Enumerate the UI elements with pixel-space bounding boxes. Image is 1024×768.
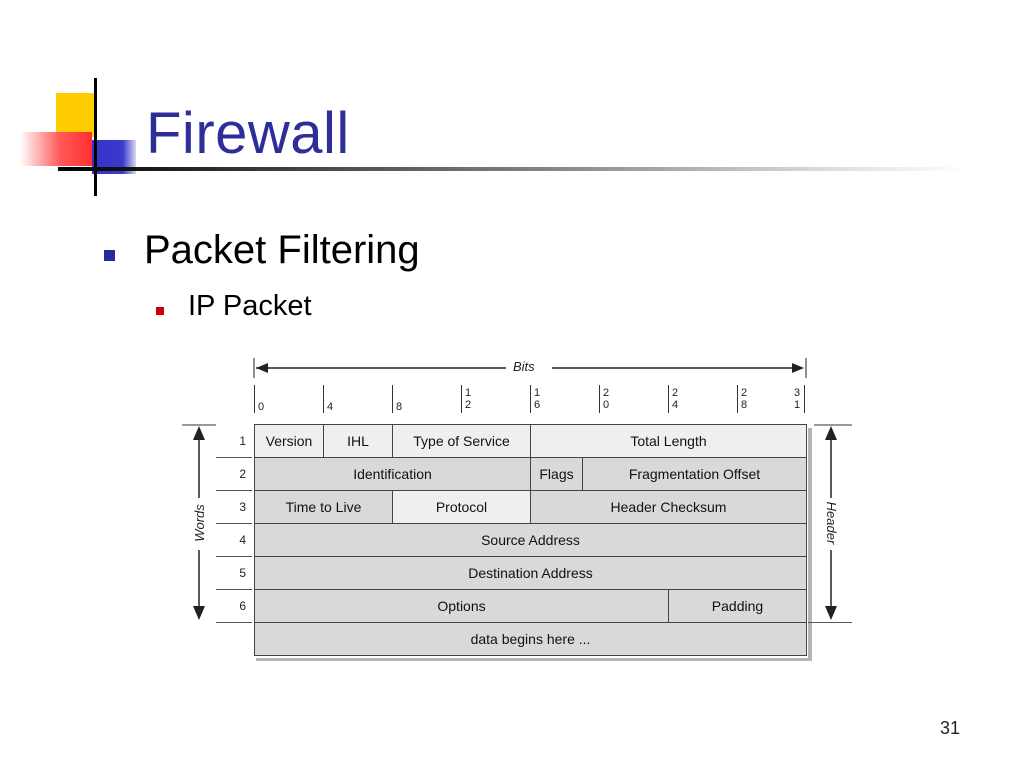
packet-field-fragmentation-offset: Fragmentation Offset <box>582 457 807 491</box>
words-arrow-up-icon <box>193 426 205 440</box>
word-row-separator <box>216 622 252 623</box>
bit-position-label: 0 <box>258 401 265 413</box>
word-row-separator <box>216 556 252 557</box>
word-row-number: 5 <box>239 566 246 580</box>
packet-field-options: Options <box>254 589 669 623</box>
bit-position-label: 2 0 <box>603 387 610 411</box>
title-decoration-red-bar <box>20 132 92 166</box>
bit-tick <box>599 385 600 413</box>
packet-field-type-of-service: Type of Service <box>392 424 531 458</box>
word-row-separator <box>216 457 252 458</box>
packet-field-identification: Identification <box>254 457 531 491</box>
bit-tick <box>254 385 255 413</box>
bit-position-label: 4 <box>327 401 334 413</box>
word-row-separator <box>216 589 252 590</box>
packet-field-ihl: IHL <box>323 424 393 458</box>
packet-field-time-to-live: Time to Live <box>254 490 393 524</box>
packet-field-flags: Flags <box>530 457 583 491</box>
bit-tick <box>737 385 738 413</box>
bit-tick <box>323 385 324 413</box>
title-decoration-vertical-line <box>94 78 97 196</box>
word-row-separator <box>216 490 252 491</box>
bit-position-label: 3 1 <box>794 387 801 411</box>
title-underline <box>58 167 968 171</box>
words-arrow-down-icon <box>193 606 205 620</box>
bit-position-label: 1 6 <box>534 387 541 411</box>
bit-position-label: 8 <box>396 401 403 413</box>
bit-tick <box>461 385 462 413</box>
sub-bullet-ip-packet: IP Packet <box>188 290 312 322</box>
bit-tick <box>668 385 669 413</box>
bit-position-label: 1 2 <box>465 387 472 411</box>
bits-arrow-right-icon <box>792 363 804 373</box>
bit-position-label: 2 4 <box>672 387 679 411</box>
bit-tick <box>392 385 393 413</box>
words-label: Words <box>192 504 207 542</box>
packet-field-protocol: Protocol <box>392 490 531 524</box>
packet-field-data-begins-here: data begins here ... <box>254 622 807 656</box>
word-row-number: 4 <box>239 533 246 547</box>
word-row-number: 2 <box>239 467 246 481</box>
bits-label: Bits <box>513 359 535 374</box>
table-shadow-bottom <box>256 658 812 661</box>
word-row-number: 6 <box>239 599 246 613</box>
bit-tick <box>804 385 805 413</box>
bullet-packet-filtering: Packet Filtering <box>144 228 420 272</box>
bit-tick <box>530 385 531 413</box>
bullet-square-icon <box>104 250 115 261</box>
packet-field-header-checksum: Header Checksum <box>530 490 807 524</box>
header-arrow-up-icon <box>825 426 837 440</box>
header-arrow-down-icon <box>825 606 837 620</box>
word-row-separator <box>216 523 252 524</box>
table-shadow-right <box>808 428 812 660</box>
header-end-separator <box>808 622 852 623</box>
sub-bullet-square-icon <box>156 307 164 315</box>
packet-field-version: Version <box>254 424 324 458</box>
packet-field-source-address: Source Address <box>254 523 807 557</box>
page-number: 31 <box>939 718 960 738</box>
word-row-number: 1 <box>239 434 246 448</box>
packet-field-padding: Padding <box>668 589 807 623</box>
word-row-number: 3 <box>239 500 246 514</box>
packet-field-total-length: Total Length <box>530 424 807 458</box>
slide-title: Firewall <box>146 101 350 166</box>
packet-field-destination-address: Destination Address <box>254 556 807 590</box>
bit-position-label: 2 8 <box>741 387 748 411</box>
title-decoration-yellow-square <box>56 93 96 137</box>
bits-arrow-left-icon <box>256 363 268 373</box>
header-label: Header <box>824 501 839 545</box>
